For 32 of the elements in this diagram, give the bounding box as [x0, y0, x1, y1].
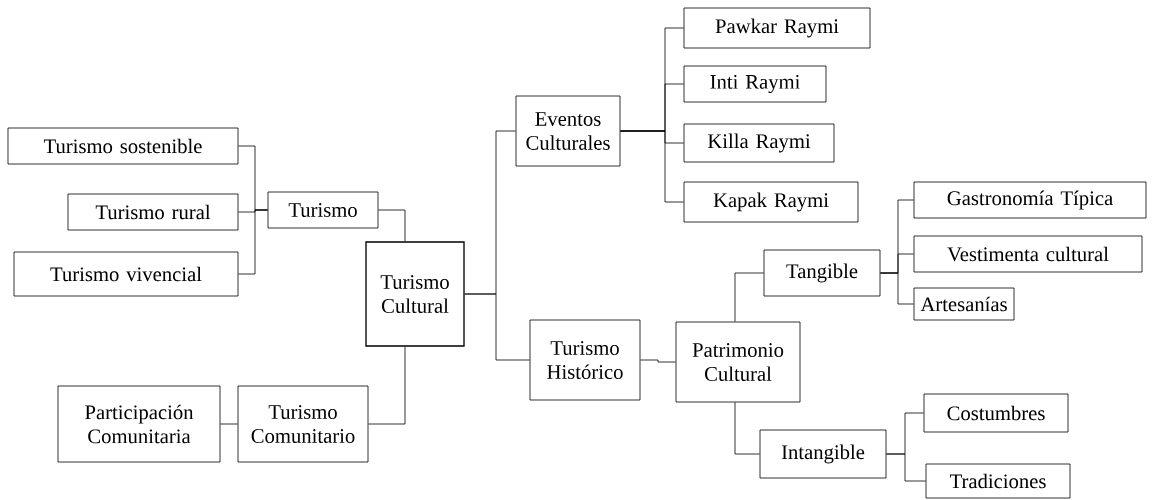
text-box: Intangible [759, 429, 887, 479]
text-box: Artesanías [913, 287, 1015, 321]
connector-line [620, 130, 684, 203]
text-box: Turismo sostenible [7, 127, 239, 165]
text-box: Turismo Comunitario [237, 385, 369, 463]
text-box: Pawkar Raymi [683, 7, 871, 49]
text-box: Turismo vivencial [13, 251, 239, 297]
text-box: Eventos Culturales [515, 95, 621, 167]
text-box: Tradiciones [925, 463, 1071, 499]
text-box: Turismo [267, 191, 379, 229]
text-box: Tangible [763, 249, 881, 297]
text-box: Participación Comunitaria [57, 385, 221, 463]
text-box: Turismo Histórico [529, 319, 641, 401]
connector-line [880, 272, 914, 305]
connector-line [734, 272, 764, 322]
text-box: Patrimonio Cultural [675, 321, 801, 403]
connector-line [734, 402, 760, 455]
text-box: Costumbres [923, 393, 1069, 433]
connector-line [368, 346, 406, 425]
text-box: Turismo Cultural [365, 241, 465, 347]
text-box: Kapak Raymi [683, 181, 859, 223]
text-box: Inti Raymi [683, 65, 827, 103]
connector-line [464, 293, 530, 361]
connector-line [220, 423, 238, 425]
connector-line [886, 453, 926, 482]
connector-line [640, 359, 676, 363]
text-box: Killa Raymi [683, 123, 835, 163]
text-box: Turismo rural [67, 193, 239, 231]
text-box: Gastronomía Típica [913, 181, 1147, 219]
text-box: Vestimenta cultural [913, 235, 1143, 273]
connector-line [378, 209, 406, 242]
connector-line [238, 209, 268, 275]
